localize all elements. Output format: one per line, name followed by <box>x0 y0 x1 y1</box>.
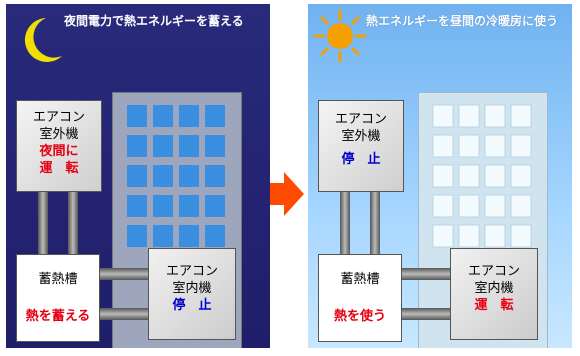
indoor-unit: エアコン 室内機 停 止 <box>148 248 236 340</box>
pipe <box>38 192 48 256</box>
crescent-moon-icon <box>24 18 62 62</box>
right-arrow-icon <box>270 172 304 216</box>
indoor-status: 停 止 <box>172 298 212 313</box>
day-headline: 熱エネルギーを昼間の冷暖房に使う <box>366 14 559 28</box>
indoor-label-1: エアコン <box>165 264 218 279</box>
indoor-label-2: 室内機 <box>172 281 212 296</box>
thermal-storage-tank: 蓄熱槽 熱を蓄える <box>16 254 100 342</box>
pipe <box>100 308 150 320</box>
pipe <box>340 192 350 256</box>
outdoor-label-2: 室外機 <box>39 127 79 142</box>
pipe <box>100 268 150 280</box>
thermal-storage-tank: 蓄熱槽 熱を使う <box>318 254 402 342</box>
indoor-unit: エアコン 室内機 運 転 <box>450 248 538 340</box>
indoor-label-2: 室内機 <box>474 281 514 296</box>
outdoor-label-1: エアコン <box>334 112 387 127</box>
outdoor-unit: エアコン 室外機 停 止 <box>318 100 404 192</box>
pipe <box>402 268 452 280</box>
outdoor-status-2: 運 転 <box>39 161 79 176</box>
pipe <box>402 308 452 320</box>
tank-status: 熱を使う <box>333 309 386 324</box>
outdoor-label-1: エアコン <box>32 110 85 125</box>
tank-label: 蓄熱槽 <box>340 272 380 287</box>
tank-status: 熱を蓄える <box>25 309 91 324</box>
outdoor-unit: エアコン 室外機 夜間に 運 転 <box>16 100 102 192</box>
pipe <box>370 192 380 256</box>
outdoor-label-2: 室外機 <box>341 129 381 144</box>
night-panel: 夜間電力で熱エネルギーを蓄える エアコン 室外機 夜間に 運 転 蓄熱槽 熱を蓄… <box>6 4 270 348</box>
outdoor-status-1: 夜間に <box>39 144 79 159</box>
indoor-label-1: エアコン <box>467 264 520 279</box>
night-headline: 夜間電力で熱エネルギーを蓄える <box>64 14 244 28</box>
pipe <box>68 192 78 256</box>
day-panel: 熱エネルギーを昼間の冷暖房に使う エアコン 室外機 停 止 蓄熱槽 熱を使う エ… <box>308 4 572 348</box>
outdoor-status: 停 止 <box>341 152 381 167</box>
sun-icon <box>313 9 367 63</box>
indoor-status: 運 転 <box>474 298 514 313</box>
tank-label: 蓄熱槽 <box>38 272 78 287</box>
